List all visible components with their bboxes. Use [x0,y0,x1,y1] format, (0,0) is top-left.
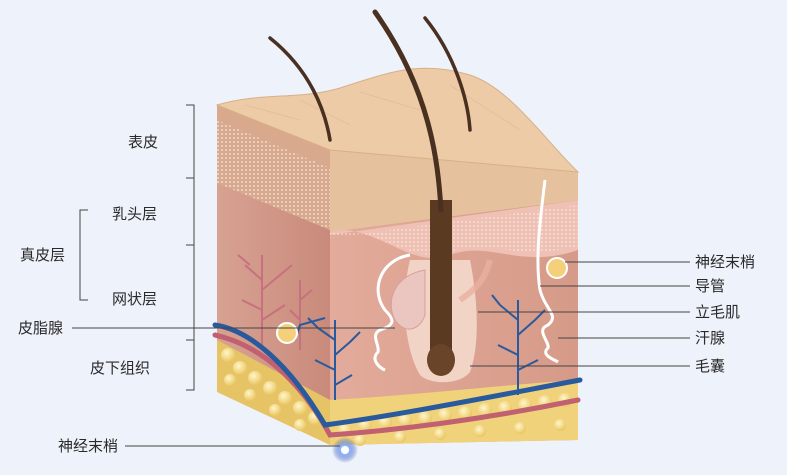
sebaceous-gland [390,269,426,330]
blood-vessels-left [237,254,313,350]
sweat-glands [373,179,559,372]
label-nerve-ending-bottom: 神经末梢 [58,437,119,455]
label-papillary-layer: 乳头层 [112,205,158,223]
main-vessels [212,322,583,438]
label-duct: 导管 [695,277,726,295]
arrector-pili [458,259,493,303]
label-arrector-pili: 立毛肌 [695,303,741,321]
leader-lines [72,261,690,447]
label-nerve-ending: 神经末梢 [695,253,756,271]
label-reticular-layer: 网状层 [112,290,158,308]
label-dermis: 真皮层 [20,246,66,264]
label-sweat-gland: 汗腺 [695,329,726,347]
label-sebaceous-gland: 皮脂腺 [18,319,64,337]
left-brackets [79,104,195,391]
label-subcutaneous: 皮下组织 [90,359,151,377]
nerve-ending-bulb-right [546,257,568,279]
skin-surface [215,67,580,173]
hairs [268,9,472,213]
label-epidermis: 表皮 [128,133,159,151]
label-hair-follicle: 毛囊 [695,357,726,375]
nerve-ending-bulb-left [276,322,298,344]
